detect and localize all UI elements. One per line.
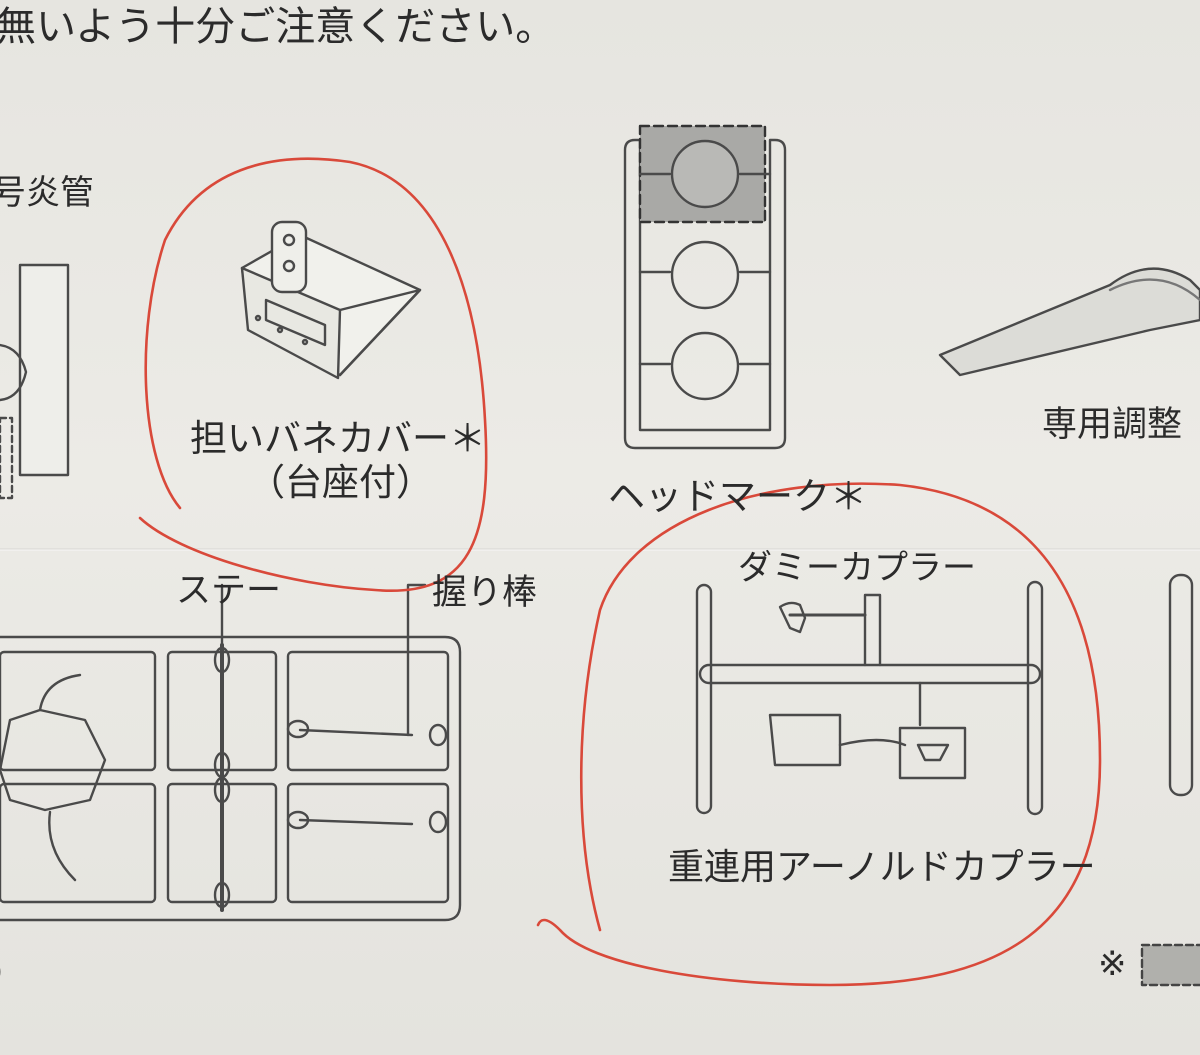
spring-cover-illustration <box>240 220 422 380</box>
sprue-illustration <box>0 583 462 922</box>
head-mark-label: ヘッドマーク＊ <box>608 475 867 518</box>
stay-label: ステー <box>176 571 282 611</box>
spring-cover-sublabel: （台座付） <box>248 461 433 504</box>
note-swatch <box>1140 943 1200 987</box>
coupler-sprue-illustration <box>695 573 1194 816</box>
spring-cover-label: 担いバネカバー＊ <box>190 417 486 460</box>
head-mark-illustration <box>623 124 787 450</box>
tube-label: 号炎管 <box>0 173 94 213</box>
tube-part-illustration <box>0 263 70 500</box>
paren-bottom-label: ） <box>0 946 24 995</box>
adjust-tool-illustration <box>938 267 1200 377</box>
paper-fold <box>0 548 1200 551</box>
grip-bar-label: 握り棒 <box>432 573 538 613</box>
arnold-coupler-label: 重連用アーノルドカプラー <box>668 847 1096 888</box>
annotation-circle-spring-cover <box>138 157 488 593</box>
caution-text: 無いよう十分ご注意ください。 <box>0 4 556 50</box>
note-mark: ※ <box>1098 944 1127 984</box>
adjust-tool-label: 専用調整 <box>1042 405 1183 445</box>
dummy-coupler-label: ダミーカプラー <box>738 548 976 588</box>
annotation-circle-coupler <box>536 482 1102 987</box>
paren-left-label: ） <box>0 562 20 611</box>
